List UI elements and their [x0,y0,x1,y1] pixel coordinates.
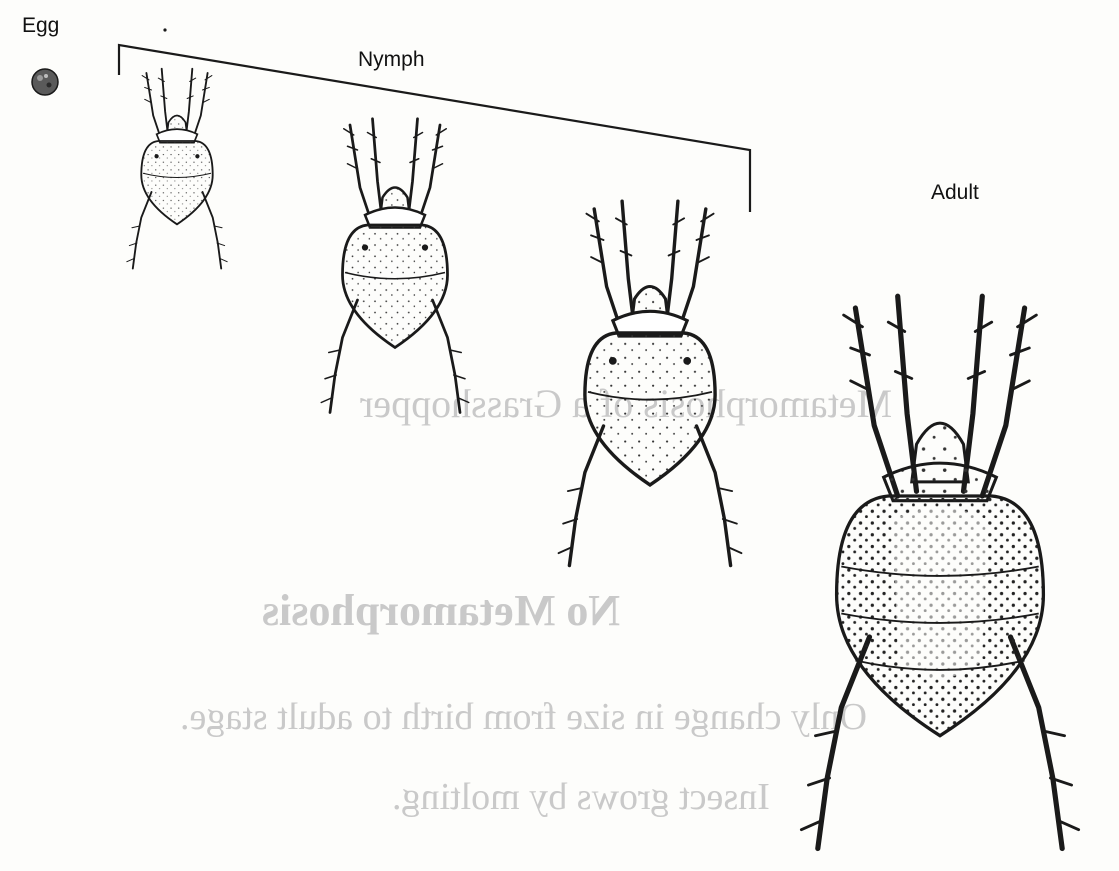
egg-illustration [32,69,58,95]
nymph-stage-2-illustration [321,119,469,413]
nymph-bracket [119,45,750,212]
nymph-stage-1-illustration [127,69,227,269]
nymph-stage-3-illustration [559,201,742,565]
nymph-label: Nymph [358,48,425,72]
adult-label: Adult [931,181,979,205]
adult-illustration [801,296,1078,848]
egg-label: Egg [22,14,59,38]
